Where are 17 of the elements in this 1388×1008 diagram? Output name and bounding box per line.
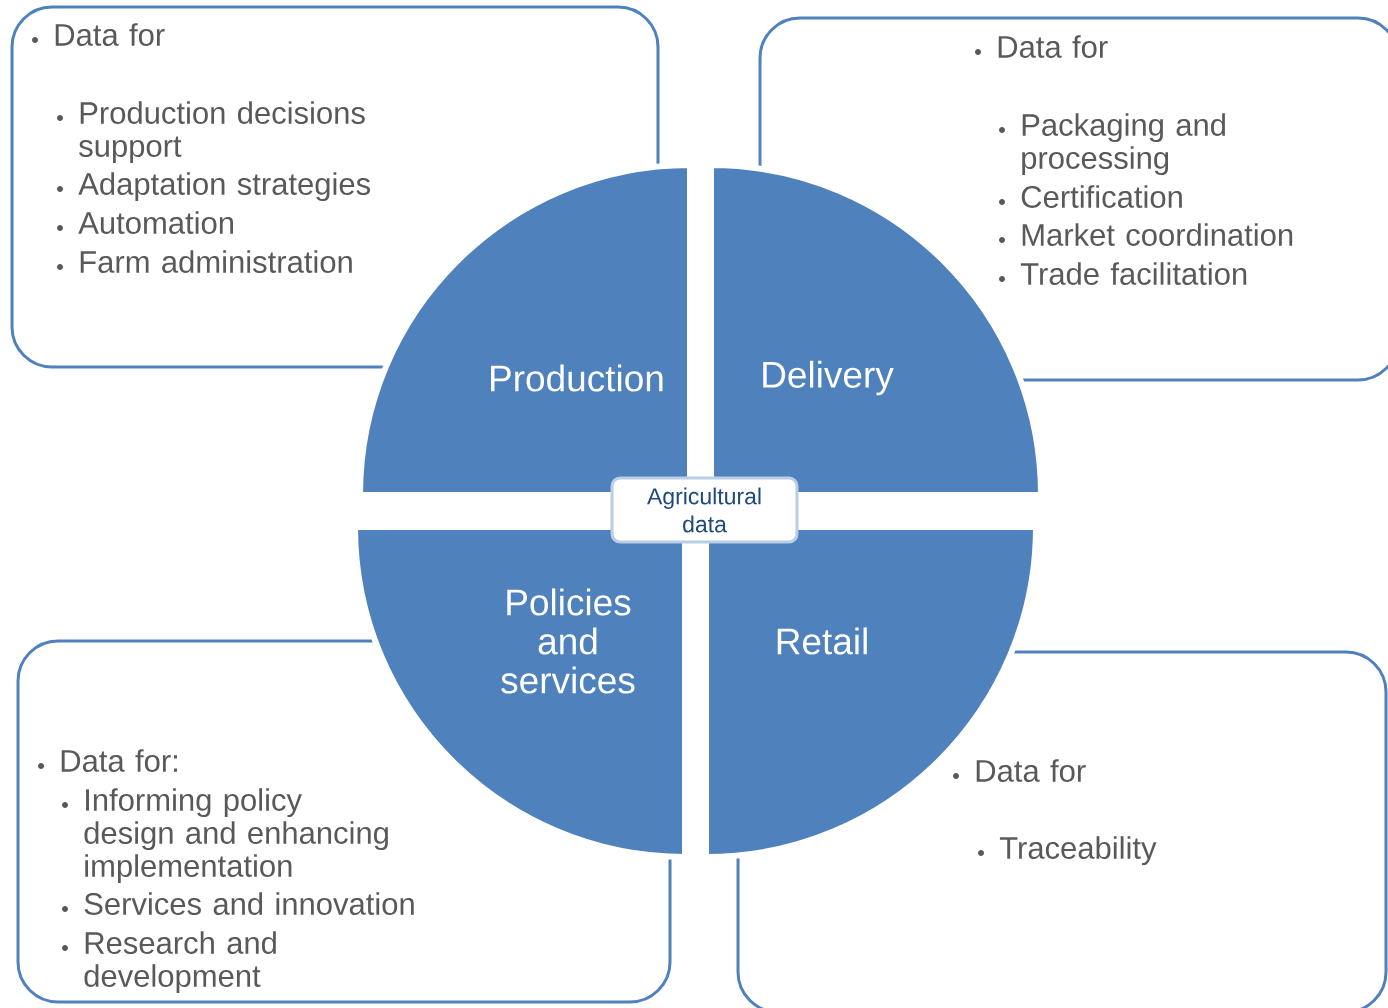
bullet-text: Adaptation strategies — [78, 172, 370, 202]
bullet-text: Services and innovation — [84, 892, 414, 915]
bullet-text: Market coordination — [1022, 223, 1293, 246]
bullet-text: Certification — [1021, 185, 1182, 208]
bullet-text: Packaging and processing — [1022, 113, 1225, 176]
bullet-text: Informing policy design and enhancing implementation — [84, 788, 388, 884]
bullet-text: Farm administration — [80, 250, 352, 273]
bullet-text: Production decisions support — [79, 101, 365, 164]
bullet-text: Research and development — [84, 931, 276, 994]
bullet-text: Data for: — [61, 749, 177, 772]
bullet-text: Automation — [78, 211, 233, 234]
bullet-text: Data for — [976, 759, 1086, 782]
bullet-text: Traceability — [999, 836, 1157, 866]
bullet-text: Data for — [55, 23, 165, 46]
bullet-text: Trade facilitation — [1020, 262, 1247, 285]
bullet-text: Data for — [998, 35, 1108, 58]
center-box: Agricultural data — [610, 476, 799, 544]
